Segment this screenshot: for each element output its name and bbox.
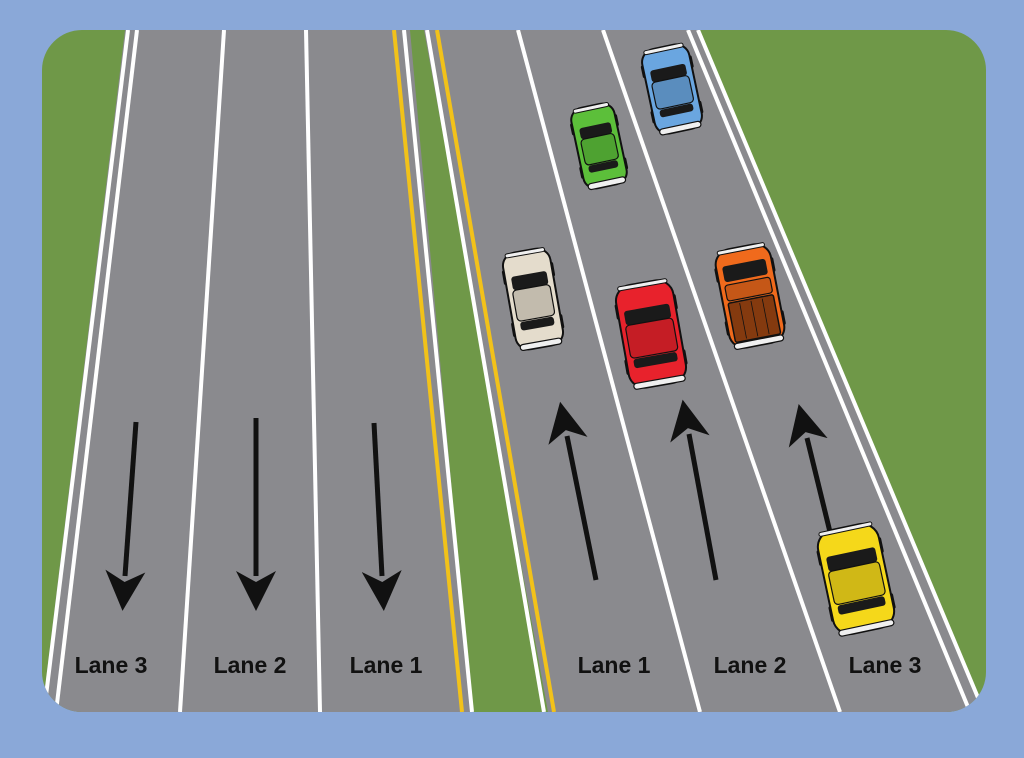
yellow-car xyxy=(816,521,896,637)
right-edge-line-inner xyxy=(686,30,972,712)
left-lane-label-lane-2: Lane 2 xyxy=(214,652,287,678)
left-lane-divider-1 xyxy=(178,30,226,712)
right-lane-label-lane-3: Lane 3 xyxy=(849,652,922,678)
right-lane-divider-1 xyxy=(516,30,702,712)
down-arrow-lane-3 xyxy=(105,421,146,611)
up-arrow-lane-3 xyxy=(788,404,833,533)
orange-truck xyxy=(714,242,786,350)
left-lane-label-lane-1: Lane 1 xyxy=(350,652,423,678)
right-lane-divider-2 xyxy=(601,30,842,712)
right-edge-line-outer xyxy=(696,30,986,712)
right-center-line xyxy=(435,30,556,712)
up-arrow-lane-2 xyxy=(670,399,719,581)
left-edge-line-inner xyxy=(54,30,139,712)
right-lane-label-lane-2: Lane 2 xyxy=(714,652,787,678)
left-center-line xyxy=(392,30,464,712)
left-lane-divider-2 xyxy=(304,30,322,712)
left-edge-line-outer xyxy=(42,30,130,712)
left-lane-label-lane-3: Lane 3 xyxy=(75,652,148,678)
down-arrow-lane-1 xyxy=(361,422,402,611)
left-shoulder-line xyxy=(402,30,474,712)
vehicles xyxy=(501,42,896,637)
right-lane-label-lane-1: Lane 1 xyxy=(578,652,651,678)
up-arrow-lane-1 xyxy=(548,401,599,581)
tan-car xyxy=(501,247,565,352)
blue-car xyxy=(640,42,704,136)
right-shoulder-line xyxy=(425,30,546,712)
green-car xyxy=(570,102,629,191)
left-roadway xyxy=(42,30,472,712)
red-car xyxy=(614,278,688,390)
